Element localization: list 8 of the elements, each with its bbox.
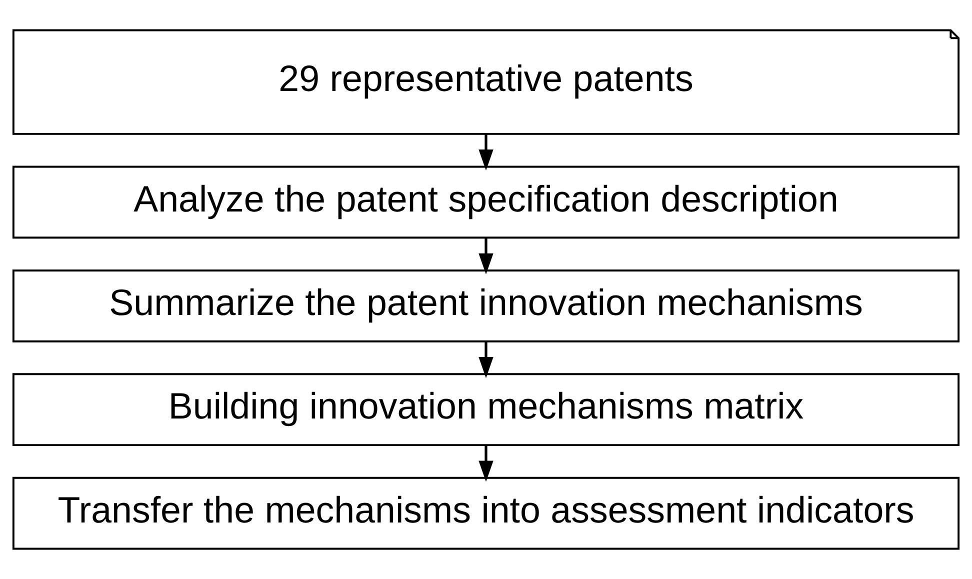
node-box: Analyze the patent specification description [12,166,960,239]
arrow [478,445,494,482]
node-box: Summarize the patent innovation mechanisms [12,269,960,342]
arrow [478,341,494,378]
node-box: Building innovation mechanisms matrix [12,373,960,446]
arrow [478,134,494,171]
node-box: Transfer the mechanisms into assessment indicators [12,476,960,550]
arrow [478,238,494,274]
